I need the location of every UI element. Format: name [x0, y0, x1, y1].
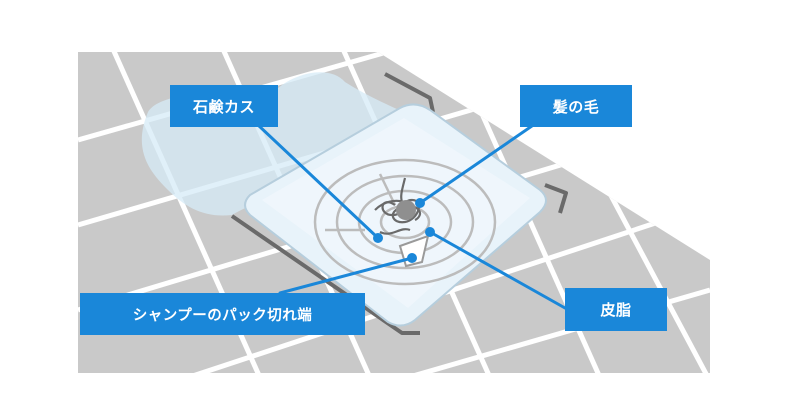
pack-scrap-label: シャンプーのパック切れ端: [80, 293, 365, 335]
leader-lines: [256, 115, 567, 310]
soap-scum-label: 石鹸カス: [170, 85, 278, 127]
drain-cover-highlight: [262, 118, 530, 308]
hair-label: 髪の毛: [520, 85, 632, 127]
hair-core: [396, 200, 416, 220]
sebum-label: 皮脂: [565, 288, 667, 331]
drain-frame: [230, 72, 568, 335]
leader-dots: [373, 198, 435, 263]
